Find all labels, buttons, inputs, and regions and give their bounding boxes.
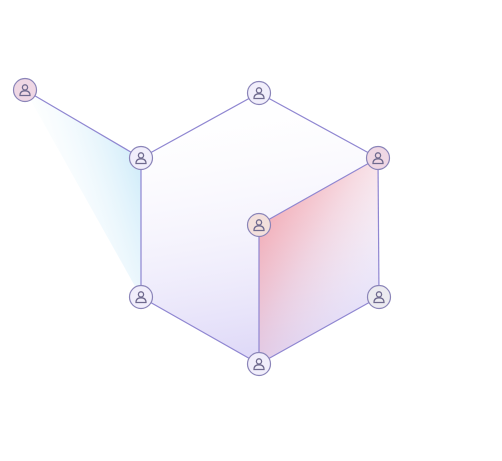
user-icon [372,152,384,165]
node-layer [12,77,392,377]
user-icon [135,152,147,165]
edge-upper-left-user-to-top-user [140,92,260,159]
node-upper-right-user[interactable] [365,145,391,171]
user-icon [253,358,265,371]
edge-lower-right-user-to-bottom-user [258,296,380,365]
edge-upper-right-user-to-lower-right-user [377,157,380,298]
user-icon [373,291,385,304]
user-icon [253,219,265,232]
edge-top-user-to-upper-right-user [258,92,379,159]
shade-layer [25,90,379,364]
edge-upper-right-user-to-center-user [258,157,379,226]
outer-link-shade [25,90,141,297]
node-top-user[interactable] [246,80,272,106]
node-upper-left-user[interactable] [128,145,154,171]
user-icon [135,291,147,304]
edge-layer [24,89,380,365]
node-center-user[interactable] [246,212,272,238]
user-icon [19,84,31,97]
edge-outer-user-to-upper-left-user [24,89,142,159]
node-outer-user[interactable] [12,77,38,103]
node-lower-left-user[interactable] [128,284,154,310]
node-lower-right-user[interactable] [366,284,392,310]
user-icon [253,87,265,100]
edge-bottom-user-to-lower-left-user [140,296,260,365]
node-bottom-user[interactable] [246,351,272,377]
cube-right-face-shade [259,158,379,364]
